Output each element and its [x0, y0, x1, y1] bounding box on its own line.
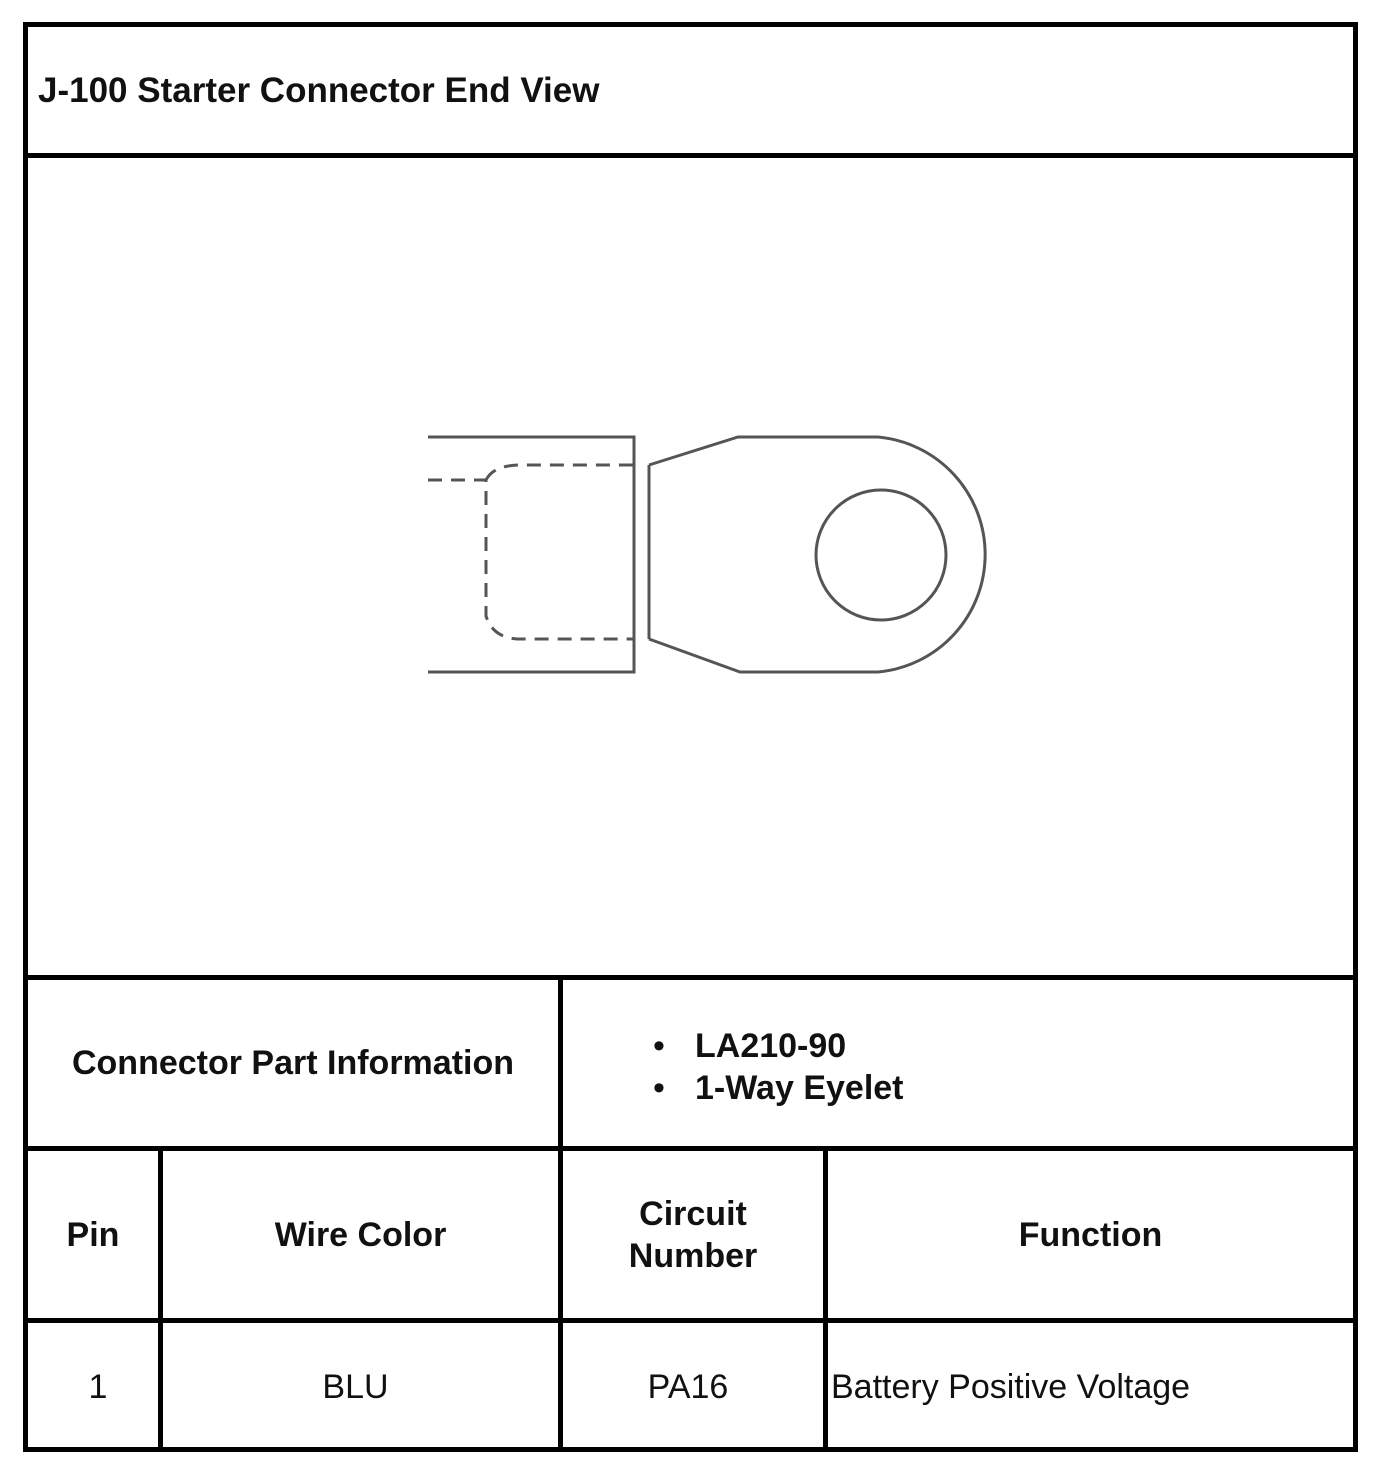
barrel-outline — [428, 435, 636, 674]
part-number: LA210-90 — [695, 1027, 847, 1065]
function-value: Battery Positive Voltage — [831, 1368, 1191, 1406]
eyelet-terminal-drawing — [428, 435, 987, 674]
title-row: J-100 Starter Connector End View — [28, 27, 1353, 158]
connector-part-info-label-cell: Connector Part Information — [28, 980, 563, 1146]
column-divider — [558, 1151, 563, 1447]
header-circuit-number: Circuit Number — [563, 1151, 823, 1318]
part-number-item: • LA210-90 — [653, 1025, 904, 1067]
bullet-icon: • — [653, 1027, 665, 1065]
stud-hole — [814, 488, 948, 622]
connector-type-item: • 1-Way Eyelet — [653, 1067, 904, 1109]
connector-part-info-values: • LA210-90 • 1-Way Eyelet — [563, 980, 1353, 1146]
bullet-icon: • — [653, 1069, 665, 1107]
ring-tongue-outline — [648, 435, 987, 674]
wire-hidden-line-top — [484, 463, 634, 481]
circuit-value: PA16 — [647, 1368, 729, 1406]
pin-table: Pin Wire Color Circuit Number Function 1… — [28, 1151, 1353, 1447]
page-title: J-100 Starter Connector End View — [38, 71, 600, 110]
part-info-list: • LA210-90 • 1-Way Eyelet — [653, 1025, 904, 1109]
header-wire-color-label: Wire Color — [274, 1215, 447, 1254]
wire-hidden-line — [428, 478, 634, 641]
connector-part-info-label: Connector Part Information — [71, 1043, 515, 1082]
header-function: Function — [828, 1151, 1353, 1318]
header-function-label: Function — [1018, 1215, 1163, 1254]
header-circuit-label: Circuit — [639, 1194, 747, 1233]
pin-value: 1 — [88, 1368, 108, 1406]
column-divider — [823, 1151, 828, 1447]
row-divider — [28, 1318, 1353, 1323]
wire-color-value: BLU — [322, 1368, 389, 1406]
header-wire-color: Wire Color — [163, 1151, 558, 1318]
header-pin: Pin — [28, 1151, 158, 1318]
table-row-pin: 1 — [28, 1323, 168, 1452]
connector-diagram — [28, 158, 1353, 980]
header-pin-label: Pin — [66, 1215, 120, 1254]
table-row-circuit: PA16 — [563, 1323, 813, 1452]
connector-part-info-row: Connector Part Information • LA210-90 • … — [28, 980, 1353, 1151]
connector-sheet: J-100 Starter Connector End View Connect… — [23, 22, 1358, 1452]
table-row-wire-color: BLU — [163, 1323, 548, 1452]
header-number-label: Number — [628, 1236, 758, 1275]
connector-type: 1-Way Eyelet — [695, 1069, 904, 1107]
column-divider — [158, 1151, 163, 1447]
table-row-function: Battery Positive Voltage — [831, 1323, 1353, 1452]
